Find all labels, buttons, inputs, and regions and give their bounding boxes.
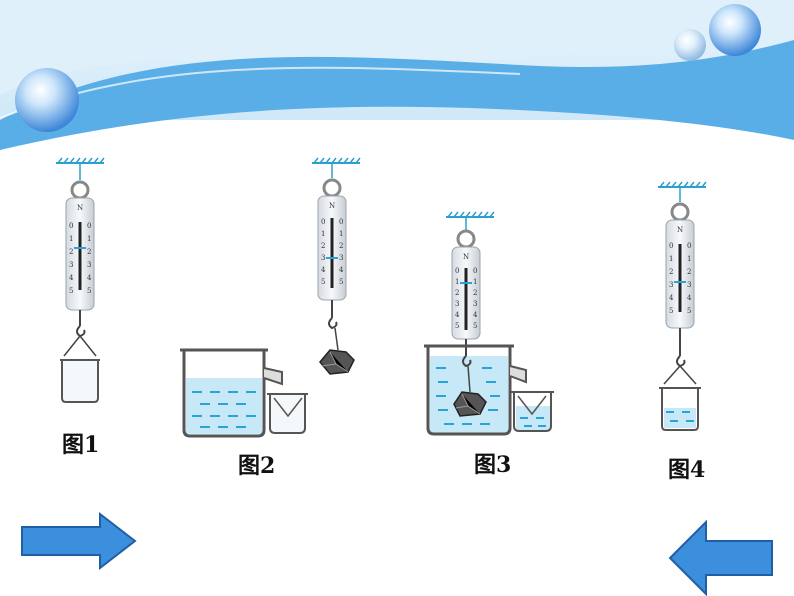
- svg-text:3: 3: [669, 281, 673, 289]
- svg-text:3: 3: [455, 300, 459, 308]
- spring-scale-4: N 0 0 1 1 2 2 3 3 4 4 5 5: [665, 202, 695, 368]
- svg-text:0: 0: [321, 218, 325, 226]
- svg-text:4: 4: [669, 294, 674, 302]
- svg-text:4: 4: [87, 274, 92, 282]
- svg-text:2: 2: [69, 248, 73, 256]
- svg-text:1: 1: [687, 255, 691, 263]
- svg-text:4: 4: [69, 274, 74, 282]
- svg-text:1: 1: [87, 235, 91, 243]
- overflow-beaker-3: [424, 344, 527, 436]
- ceiling-support-3: [446, 211, 495, 230]
- svg-text:0: 0: [69, 222, 73, 230]
- svg-text:3: 3: [87, 261, 91, 269]
- svg-text:0: 0: [669, 242, 673, 250]
- svg-text:2: 2: [473, 289, 477, 297]
- svg-text:2: 2: [455, 289, 459, 297]
- spring-scale-3: N 0 0 1 1 2 2 3 3 4 4 5 5: [451, 229, 481, 356]
- bubble-decoration-small: [674, 29, 706, 61]
- svg-text:4: 4: [455, 311, 460, 319]
- svg-text:N: N: [329, 202, 335, 210]
- figure-4-caption: 图4: [668, 457, 706, 483]
- figure-4-spring-scale-with-water-beaker: N 0 0 1 1 2 2 3 3 4 4 5 5: [658, 181, 707, 431]
- svg-text:5: 5: [473, 322, 477, 330]
- figure-3-caption: 图3: [474, 452, 512, 478]
- svg-text:2: 2: [669, 268, 673, 276]
- svg-text:5: 5: [321, 278, 325, 286]
- svg-text:4: 4: [339, 266, 344, 274]
- svg-text:5: 5: [69, 287, 73, 295]
- svg-text:1: 1: [473, 278, 477, 286]
- svg-text:0: 0: [87, 222, 91, 230]
- svg-text:3: 3: [473, 300, 477, 308]
- svg-text:0: 0: [339, 218, 343, 226]
- header-banner: [0, 0, 794, 150]
- svg-text:5: 5: [687, 307, 691, 315]
- svg-text:1: 1: [321, 230, 325, 238]
- svg-text:4: 4: [321, 266, 326, 274]
- svg-text:4: 4: [473, 311, 478, 319]
- empty-beaker-1: [60, 335, 100, 403]
- water-beaker-4: [659, 365, 701, 431]
- svg-text:3: 3: [321, 254, 325, 262]
- catch-beaker-3: [511, 391, 554, 432]
- svg-text:5: 5: [455, 322, 459, 330]
- svg-text:4: 4: [687, 294, 692, 302]
- svg-text:1: 1: [69, 235, 73, 243]
- svg-text:5: 5: [339, 278, 343, 286]
- arrow-left-icon[interactable]: [668, 519, 773, 596]
- svg-text:0: 0: [687, 242, 691, 250]
- svg-text:N: N: [77, 204, 83, 212]
- figure-1-spring-scale-with-empty-beaker: N 0 0 1 1 2 2 3 3 4 4 5 5: [56, 157, 105, 403]
- svg-text:2: 2: [687, 268, 691, 276]
- figure-2-overflow-beaker-and-rock: N 0 0 1 1 2 2 3 3 4 4 5 5: [180, 157, 361, 438]
- svg-text:0: 0: [473, 267, 477, 275]
- svg-text:1: 1: [455, 278, 459, 286]
- svg-text:1: 1: [669, 255, 673, 263]
- ceiling-support-4: [658, 181, 707, 202]
- figure-1-caption: 图1: [62, 432, 100, 458]
- ceiling-support-2: [312, 157, 361, 178]
- spring-scale-2: N 0 0 1 1 2 2 3 3 4 4 5 5: [317, 178, 347, 351]
- svg-text:3: 3: [69, 261, 73, 269]
- svg-text:2: 2: [339, 242, 343, 250]
- rock-2: [319, 349, 355, 375]
- svg-text:5: 5: [87, 287, 91, 295]
- rock-3: [453, 391, 487, 417]
- overflow-beaker-2: [180, 348, 283, 438]
- svg-text:N: N: [677, 226, 683, 234]
- svg-text:3: 3: [687, 281, 691, 289]
- figure-3-rock-submerged-in-water: N 0 0 1 1 2 2 3 3 4 4 5 5: [424, 211, 554, 436]
- figure-2-caption: 图2: [238, 453, 276, 479]
- svg-text:3: 3: [339, 254, 343, 262]
- svg-text:2: 2: [87, 248, 91, 256]
- bubble-decoration-right: [709, 4, 761, 56]
- ceiling-support-1: [56, 157, 105, 180]
- svg-text:2: 2: [321, 242, 325, 250]
- svg-text:0: 0: [455, 267, 459, 275]
- catch-beaker-2: [267, 393, 308, 434]
- svg-text:N: N: [463, 253, 469, 261]
- arrow-right-icon[interactable]: [21, 511, 137, 571]
- svg-text:5: 5: [669, 307, 673, 315]
- spring-scale-1: N 0 0 1 1 2 2 3 3 4 4 5 5: [65, 180, 95, 338]
- svg-text:1: 1: [339, 230, 343, 238]
- bubble-decoration-left: [15, 68, 79, 132]
